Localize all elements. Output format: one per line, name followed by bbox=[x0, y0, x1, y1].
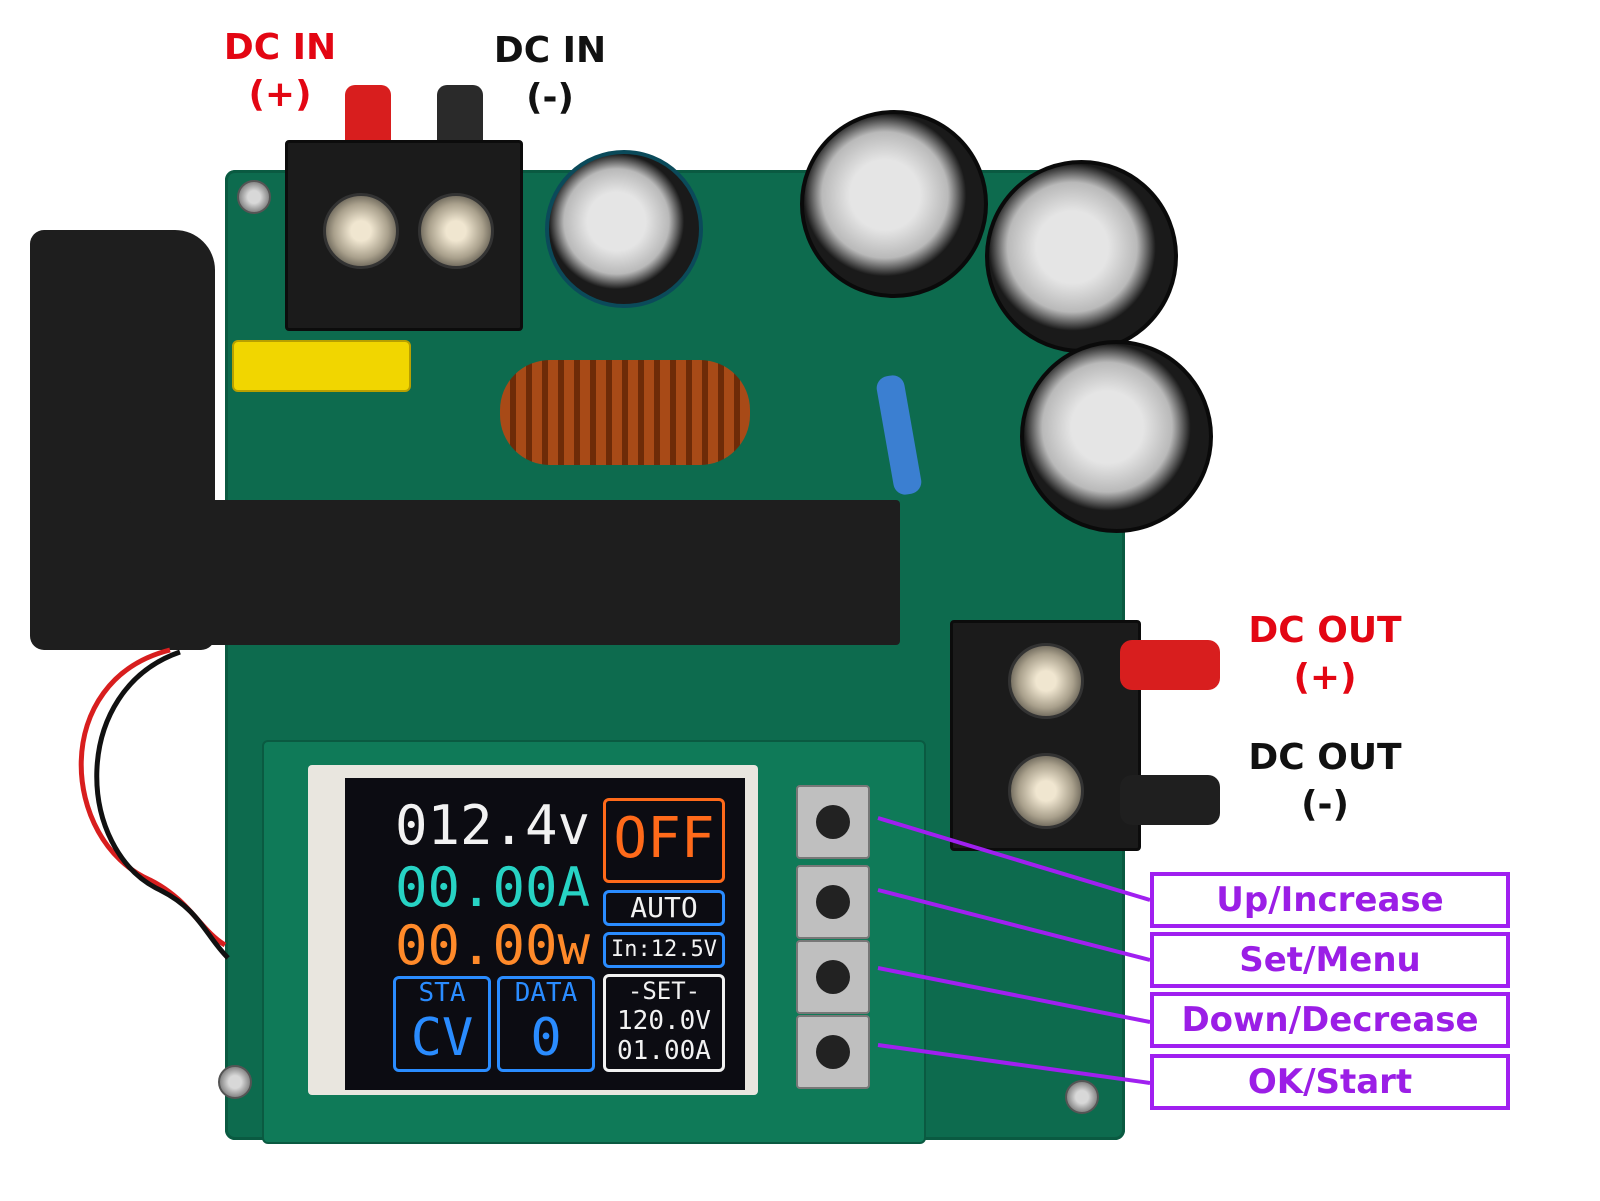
dc-in-negative-sign: (-) bbox=[526, 76, 574, 118]
lcd-output-state: OFF bbox=[613, 806, 715, 871]
dc-in-positive-label: DC IN (+) bbox=[200, 25, 360, 119]
terminal-screw bbox=[418, 193, 494, 269]
capacitor bbox=[1020, 340, 1213, 533]
terminal-screw bbox=[1008, 753, 1084, 829]
mount-screw bbox=[1065, 1080, 1099, 1114]
down-decrease-callout: Down/Decrease bbox=[1150, 992, 1510, 1048]
set-callout-line bbox=[877, 888, 1151, 962]
lcd-set-header: -SET- bbox=[627, 977, 701, 1005]
ok-callout-line bbox=[877, 1043, 1151, 1085]
status-box bbox=[393, 976, 491, 1072]
input-terminal-block bbox=[285, 140, 523, 331]
up-callout-line bbox=[877, 816, 1151, 902]
capacitor bbox=[800, 110, 988, 298]
set-box bbox=[603, 974, 725, 1072]
lcd-power-reading: 00.00w bbox=[395, 914, 591, 977]
up-button[interactable] bbox=[796, 785, 870, 859]
capacitor bbox=[985, 160, 1178, 353]
lcd-data-header: DATA bbox=[514, 978, 578, 1008]
dc-in-negative-title: DC IN bbox=[493, 30, 607, 71]
dc-out-positive-label: DC OUT (+) bbox=[1225, 608, 1425, 702]
output-negative-wire bbox=[1120, 775, 1220, 825]
lcd-data-value: 0 bbox=[530, 1008, 562, 1068]
input-voltage-box bbox=[603, 932, 725, 968]
ok-button[interactable] bbox=[796, 1015, 870, 1089]
mode-box bbox=[603, 890, 725, 926]
capacitor bbox=[545, 150, 703, 308]
mount-screw bbox=[237, 180, 271, 214]
up-increase-callout: Up/Increase bbox=[1150, 872, 1510, 928]
lcd-set-voltage: 120.0V bbox=[617, 1006, 711, 1036]
lcd-input-voltage: In:12.5V bbox=[611, 937, 717, 962]
dc-out-negative-sign: (-) bbox=[1301, 783, 1349, 825]
terminal-screw bbox=[323, 193, 399, 269]
down-button[interactable] bbox=[796, 940, 870, 1014]
output-positive-wire bbox=[1120, 640, 1220, 690]
lcd-status-header: STA bbox=[418, 978, 466, 1008]
inductor-coil bbox=[500, 360, 750, 465]
lcd-voltage-reading: 012.4v bbox=[395, 794, 591, 857]
output-state-box bbox=[603, 798, 725, 883]
ok-start-callout: OK/Start bbox=[1150, 1054, 1510, 1110]
lcd-set-current: 01.00A bbox=[617, 1036, 711, 1066]
dc-in-positive-sign: (+) bbox=[248, 73, 312, 115]
lcd-current-reading: 00.00A bbox=[395, 856, 591, 919]
fan-wires bbox=[78, 647, 230, 960]
lcd-mode: AUTO bbox=[630, 891, 698, 924]
lcd-screen: 012.4v 00.00A 00.00w OFF AUTO In:12.5V -… bbox=[345, 778, 745, 1090]
dc-out-positive-sign: (+) bbox=[1293, 656, 1357, 698]
data-box bbox=[497, 976, 595, 1072]
dc-in-positive-title: DC IN bbox=[223, 27, 337, 68]
mount-screw bbox=[218, 1065, 252, 1099]
terminal-screw bbox=[1008, 643, 1084, 719]
heatsink-bar bbox=[130, 500, 900, 645]
dc-in-negative-label: DC IN (-) bbox=[470, 28, 630, 122]
down-callout-line bbox=[877, 966, 1151, 1024]
set-menu-callout: Set/Menu bbox=[1150, 932, 1510, 988]
output-terminal-block bbox=[950, 620, 1141, 851]
lcd-status-value: CV bbox=[410, 1008, 474, 1068]
dc-out-negative-title: DC OUT bbox=[1248, 737, 1402, 778]
dc-out-negative-label: DC OUT (-) bbox=[1225, 735, 1425, 829]
fuse bbox=[232, 340, 411, 392]
dc-out-positive-title: DC OUT bbox=[1248, 610, 1402, 651]
set-button[interactable] bbox=[796, 865, 870, 939]
